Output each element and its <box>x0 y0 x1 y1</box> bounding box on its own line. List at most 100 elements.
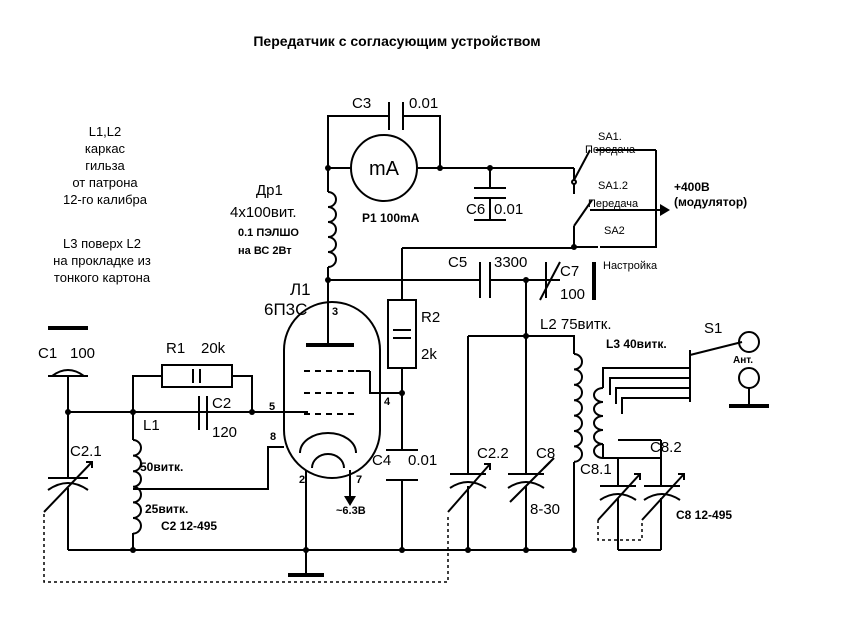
c5-capacitor: C5 3300 <box>448 254 546 298</box>
c1-name: C1 <box>38 345 57 362</box>
pin-7: 7 <box>356 474 362 486</box>
diagram-title: Передатчик с согласующим устройством <box>253 33 540 49</box>
r1-resistor: R1 20k <box>132 340 255 415</box>
supply-voltage: +400В <box>674 180 710 194</box>
sa1-2-name: SA1.2 <box>598 180 628 192</box>
l1-name: L1 <box>143 417 160 434</box>
coil-note-line-2: каркас <box>85 141 126 156</box>
sa2-mode: Настройка <box>603 260 658 272</box>
pin-5: 5 <box>269 401 275 413</box>
r1-value: 20k <box>201 340 226 357</box>
coil-note-line-1: L1,L2 <box>89 124 122 139</box>
tube-6p3s: Л1 6П3С <box>264 280 381 479</box>
c2-range-label: C2 12-495 <box>161 519 217 533</box>
pin-8: 8 <box>270 431 276 443</box>
c4-capacitor: C4 0.01 <box>372 449 437 550</box>
supply-input: +400В (модулятор) <box>590 180 747 216</box>
c7-value: 100 <box>560 286 585 303</box>
tube-name: Л1 <box>290 280 311 299</box>
r2-name: R2 <box>421 309 440 326</box>
l3-label: L3 40витк. <box>606 337 667 351</box>
c2-2-capacitor: C2.2 <box>447 445 509 550</box>
sa1-1-mode: Передача <box>585 144 636 156</box>
l2-label: L2 75витк. <box>540 316 611 333</box>
c2-value: 120 <box>212 424 237 441</box>
c6-capacitor: C6 0.01 <box>466 165 523 221</box>
s1-switch: S1 <box>689 320 743 402</box>
c8-capacitor: C8 8-30 <box>507 445 560 550</box>
dr1-name: Др1 <box>256 182 283 199</box>
c3-name: C3 <box>352 95 371 112</box>
r1-name: R1 <box>166 340 185 357</box>
tube-type: 6П3С <box>264 300 307 319</box>
antenna-terminal: Ант. <box>729 331 769 408</box>
milliammeter: mA P1 100mA <box>328 134 574 225</box>
c7-capacitor: C7 100 <box>539 261 596 303</box>
switch-sa1-2: SA1.2 Передача <box>573 180 639 247</box>
pin-3: 3 <box>332 306 338 318</box>
c8-name: C8 <box>536 445 555 462</box>
gang-link-c8 <box>597 520 643 541</box>
sa1-2-mode: Передача <box>588 198 639 210</box>
c8-1-name: C8.1 <box>580 461 612 478</box>
coil-note-line-3: гильза <box>85 158 125 173</box>
pin-4: 4 <box>384 396 391 408</box>
tank-bus: L2 75витк. <box>467 280 611 474</box>
l1-turns-50: 50витк. <box>140 460 183 474</box>
r2-value: 2k <box>421 346 437 363</box>
pin-labels: 3 5 4 8 2 7 <box>269 306 391 486</box>
coil-note-line-4: от патрона <box>72 175 138 190</box>
l1-coil: L1 50витк. 25витк. C2 12-495 <box>130 412 284 553</box>
c8-range-label: C8 12-495 <box>676 508 732 522</box>
dr1-wire: 0.1 ПЭЛШО <box>238 227 299 239</box>
c5-name: C5 <box>448 254 467 271</box>
c6-value: 0.01 <box>494 201 523 218</box>
switch-sa1-1: SA1. Передача <box>571 131 656 194</box>
choke-dr1: Др1 4x100вит. 0.1 ПЭЛШО на ВС 2Вт <box>230 165 337 280</box>
sa2-name: SA2 <box>604 225 625 237</box>
c6-name: C6 <box>466 201 485 218</box>
r2-resistor: R2 2k <box>387 299 440 450</box>
c2-1-name: C2.1 <box>70 443 102 460</box>
ant-label: Ант. <box>733 355 753 366</box>
l2-coil <box>571 353 583 553</box>
switch-sa2: SA2 Настройка <box>571 150 658 272</box>
s1-name: S1 <box>704 320 722 337</box>
dr1-turns: 4x100вит. <box>230 204 297 221</box>
c3-value: 0.01 <box>409 95 438 112</box>
supply-source: (модулятор) <box>674 195 747 209</box>
c3-capacitor: C3 0.01 <box>327 95 441 168</box>
l3-note-line-1: L3 поверх L2 <box>63 236 141 251</box>
gang-link-c2 <box>43 514 449 583</box>
coil-note-line-5: 12-го калибра <box>63 192 148 207</box>
c4-value: 0.01 <box>408 452 437 469</box>
c7-name: C7 <box>560 263 579 280</box>
c1-capacitor: C1 100 <box>38 326 95 415</box>
meter-label: P1 100mA <box>362 211 420 225</box>
c1-value: 100 <box>70 345 95 362</box>
l3-note: L3 поверх L2 на прокладке из тонкого кар… <box>53 236 151 285</box>
l3-coil: L3 40витк. <box>593 337 690 486</box>
c8-2-name: C8.2 <box>650 439 682 456</box>
c2-capacitor: C2 120 <box>198 395 237 441</box>
c8-2-capacitor: C8.2 C8 12-495 <box>641 439 732 550</box>
pin-2: 2 <box>299 474 305 486</box>
c2-2-name: C2.2 <box>477 445 509 462</box>
dr1-form: на ВС 2Вт <box>238 245 292 257</box>
sa1-1-name: SA1. <box>598 131 622 143</box>
l1-turns-25: 25витк. <box>145 502 188 516</box>
c4-name: C4 <box>372 452 391 469</box>
l3-note-line-3: тонкого картона <box>54 270 151 285</box>
c2-name: C2 <box>212 395 231 412</box>
plate-bus <box>325 247 574 318</box>
c5-value: 3300 <box>494 254 527 271</box>
c8-1-capacitor: C8.1 <box>580 458 641 550</box>
l3-note-line-2: на прокладке из <box>53 253 151 268</box>
c2-1-capacitor: C2.1 <box>43 412 102 550</box>
coil-note: L1,L2 каркас гильза от патрона 12-го кал… <box>63 124 148 207</box>
cathode-ground: ~6.3В <box>288 470 366 577</box>
heater-label: ~6.3В <box>336 505 366 517</box>
c8-range: 8-30 <box>530 501 560 518</box>
meter-symbol: mA <box>369 158 400 180</box>
